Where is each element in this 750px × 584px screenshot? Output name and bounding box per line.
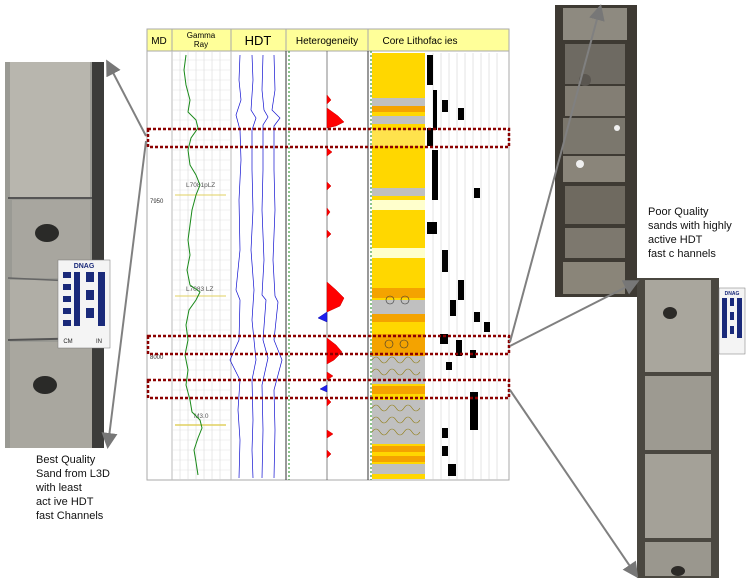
zone-label: L7081pLZ bbox=[186, 182, 215, 189]
gamma-label-line: Gamma bbox=[187, 31, 216, 40]
lithofacies-label: Core Lithofac ies bbox=[382, 36, 457, 47]
right-top-core-photo bbox=[555, 5, 637, 297]
depth-label-8000: 8000 bbox=[150, 355, 164, 361]
gamma-hgrid bbox=[173, 59, 230, 471]
highlight-box-poor bbox=[146, 378, 511, 400]
connector-arrows bbox=[101, 4, 640, 579]
scale-card-brand: DNAG bbox=[74, 263, 95, 270]
depth-label-7950: 7950 bbox=[150, 199, 164, 205]
core-plug-hole bbox=[671, 566, 685, 576]
core-plug-mark bbox=[576, 160, 584, 168]
core-plug-hole bbox=[663, 307, 677, 319]
core-plug-mark bbox=[614, 125, 620, 131]
core-plug-hole bbox=[35, 224, 59, 242]
md-label: MD bbox=[151, 36, 167, 47]
left-scale-card: DNAG CM IN bbox=[57, 259, 111, 349]
right-bottom-core-photo bbox=[637, 278, 719, 578]
highlight-box-poor bbox=[146, 334, 511, 356]
scale-card-in: IN bbox=[96, 339, 102, 345]
gamma-label-line: Ray bbox=[194, 40, 208, 49]
zone-label: L7083 LZ bbox=[186, 286, 213, 293]
lithofacies-header bbox=[367, 28, 510, 52]
hdt-label: HDT bbox=[245, 33, 272, 48]
left-caption: Best Quality Sand from L3D with least ac… bbox=[36, 454, 110, 522]
scale-card-brand: DNAG bbox=[725, 291, 740, 297]
heterogeneity-spikes bbox=[317, 51, 345, 480]
hdt-tracks bbox=[229, 54, 283, 479]
gamma-ray-curve bbox=[183, 54, 203, 476]
scale-card-cm: CM bbox=[63, 339, 72, 345]
highlight-boxes bbox=[146, 127, 511, 400]
left-core-photo bbox=[5, 62, 104, 448]
lithofacies-column bbox=[371, 53, 425, 479]
right-scale-card: DNAG bbox=[718, 287, 746, 355]
heterogeneity-label: Heterogeneity bbox=[296, 36, 358, 47]
core-plug-hole bbox=[33, 376, 57, 394]
zone-label: M3.0 bbox=[194, 413, 209, 420]
right-caption: Poor Quality sands with highly active HD… bbox=[648, 206, 732, 260]
highlight-box-best bbox=[146, 127, 511, 149]
